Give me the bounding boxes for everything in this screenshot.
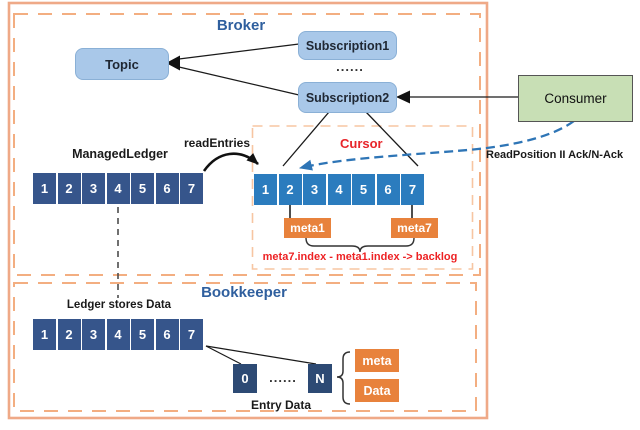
broker-region-border: [13, 13, 481, 276]
ml-cell: 3: [82, 173, 105, 204]
cursor-title: Cursor: [340, 136, 383, 151]
bk-cell: 6: [155, 319, 179, 350]
subscription2-node: Subscription2: [298, 82, 397, 113]
ml-cell: 1: [33, 173, 56, 204]
bk-cell: 7: [180, 319, 203, 350]
entry-cell-first: 0: [233, 364, 257, 393]
consumer-node: Consumer: [518, 75, 633, 122]
cursor-cell: 1: [254, 174, 277, 205]
entry-cell-last: N: [308, 364, 332, 393]
subscription1-node: Subscription1: [298, 31, 397, 60]
entry-ellipsis: ......: [269, 370, 297, 385]
subscription-ellipsis: ......: [336, 59, 364, 74]
ml-cell: 6: [155, 173, 179, 204]
bk-cell: 1: [33, 319, 56, 350]
read-entries-label: readEntries: [184, 136, 251, 150]
cursor-cell: 2: [278, 174, 302, 205]
ml-cell: 4: [106, 173, 130, 204]
cursor-cell: 4: [327, 174, 351, 205]
outer-frame: [7, 1, 489, 420]
cursor-cell: 7: [401, 174, 424, 205]
read-entries-arrow: [202, 152, 259, 172]
cursor-region-border: [251, 125, 474, 270]
ml-cell: 5: [131, 173, 154, 204]
meta1-box: meta1: [284, 218, 331, 238]
bk-cell: 4: [106, 319, 130, 350]
topic-label: Topic: [105, 56, 139, 72]
backlog-brace: [305, 237, 415, 253]
meta7-box: meta7: [391, 218, 438, 238]
bookkeeper-ledger-cells: 1 2 3 4 5 6 7: [33, 319, 203, 350]
broker-title: Broker: [216, 17, 266, 34]
entry-meta-brace: [336, 351, 351, 405]
topic-arrowhead: [166, 55, 180, 71]
cursor-cell: 6: [376, 174, 400, 205]
managed-ledger-cells: 1 2 3 4 5 6 7: [33, 173, 203, 204]
subscription1-label: Subscription1: [305, 38, 390, 53]
ml-cell: 2: [57, 173, 81, 204]
cursor-cell: 5: [352, 174, 375, 205]
bk-cell: 2: [57, 319, 81, 350]
topic-node: Topic: [75, 48, 169, 80]
entry-data-box: Data: [355, 379, 399, 402]
entry-data-label: Entry Data: [250, 398, 312, 412]
managed-ledger-label: ManagedLedger: [72, 147, 168, 161]
bk-cell: 3: [82, 319, 105, 350]
subscription2-arrowhead: [396, 90, 410, 104]
entry-meta-box: meta: [355, 349, 399, 372]
read-position-ack-arrow: [299, 120, 575, 171]
subscription2-label: Subscription2: [305, 90, 390, 105]
bk-cell: 5: [131, 319, 154, 350]
ml-cell: 7: [180, 173, 203, 204]
ledger-stores-data-label: Ledger stores Data: [66, 299, 172, 311]
cursor-cell: 3: [303, 174, 326, 205]
consumer-label: Consumer: [544, 91, 607, 106]
bookkeeper-region-border: [13, 282, 477, 412]
backlog-formula: meta7.index - meta1.index -> backlog: [262, 251, 458, 263]
bookkeeper-title: Bookkeeper: [201, 284, 287, 301]
cursor-cells: 1 2 3 4 5 6 7: [254, 174, 424, 205]
read-position-label: ReadPosition II Ack/N-Ack: [486, 149, 624, 161]
